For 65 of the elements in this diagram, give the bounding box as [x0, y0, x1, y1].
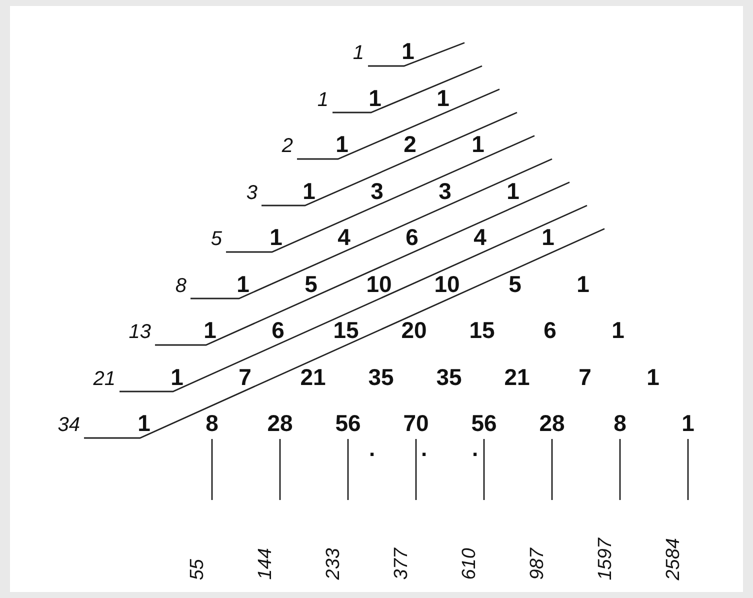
sum-number: 987	[528, 548, 547, 580]
triangle-number: 8	[614, 412, 626, 435]
sum-number: 2584	[664, 538, 683, 580]
sum-number: 8	[175, 276, 186, 296]
triangle-number: 3	[370, 180, 384, 202]
triangle-number: 1	[506, 180, 520, 202]
triangle-number: 1	[336, 133, 348, 156]
triangle-number: 6	[272, 319, 284, 342]
sum-number: 3	[246, 182, 258, 202]
triangle-number: 28	[539, 412, 565, 435]
triangle-number: 1	[170, 366, 184, 388]
triangle-number: 1	[612, 319, 624, 342]
sum-number: 2	[282, 136, 293, 156]
triangle-number: 8	[206, 412, 218, 435]
triangle-number: 1	[138, 412, 150, 435]
triangle-number: 35	[436, 366, 462, 388]
triangle-number: 5	[508, 272, 522, 296]
sum-number: 1	[352, 43, 364, 63]
sum-number: 21	[93, 368, 116, 388]
triangle-number: 10	[366, 272, 392, 296]
triangle-number: 1	[204, 319, 216, 342]
triangle-number: 2	[404, 133, 416, 156]
triangle-number: 20	[401, 319, 427, 342]
triangle-number: 56	[335, 412, 361, 435]
sum-number: 233	[324, 548, 343, 580]
triangle-number: 15	[469, 319, 495, 342]
triangle-number: 1	[236, 272, 250, 296]
triangle-number: 15	[333, 319, 359, 342]
sum-number: 377	[392, 548, 411, 580]
triangle-number: 1	[472, 133, 484, 156]
triangle-number: 21	[504, 366, 530, 388]
sum-number: 144	[256, 548, 275, 580]
triangle-number: 1	[646, 366, 660, 388]
triangle-number: 1	[302, 180, 316, 202]
triangle-number: 70	[403, 412, 429, 435]
sum-number: 13	[128, 322, 151, 342]
triangle-number: 1	[270, 226, 282, 249]
triangle-number: 6	[544, 319, 556, 342]
triangle-number: 1	[682, 412, 694, 435]
sum-number: 5	[210, 229, 222, 249]
triangle-number: 35	[368, 366, 394, 388]
triangle-number: 7	[238, 366, 252, 388]
ellipsis-dot: .	[368, 438, 376, 460]
triangle-number: 1	[576, 272, 590, 296]
sum-number: 1	[317, 90, 328, 110]
triangle-number: 7	[578, 366, 592, 388]
sum-number: 55	[188, 558, 207, 580]
ellipsis-dot: .	[420, 438, 428, 460]
triangle-number: 5	[304, 272, 318, 296]
triangle-number: 1	[402, 40, 414, 63]
triangle-number: 10	[434, 272, 460, 296]
triangle-number: 6	[406, 226, 418, 249]
sum-number: 1597	[596, 538, 615, 580]
triangle-number: 1	[542, 226, 554, 249]
ellipsis-dot: .	[472, 438, 478, 460]
sum-number: 34	[58, 415, 80, 435]
triangle-number: 1	[368, 86, 382, 110]
triangle-number: 21	[300, 366, 326, 388]
triangle-number: 4	[338, 226, 350, 249]
triangle-number: 28	[267, 412, 293, 435]
triangle-number: 1	[436, 86, 450, 110]
triangle-number: 4	[474, 226, 486, 249]
triangle-number: 3	[438, 180, 452, 202]
triangle-number: 56	[471, 412, 497, 435]
sum-number: 610	[460, 548, 479, 580]
